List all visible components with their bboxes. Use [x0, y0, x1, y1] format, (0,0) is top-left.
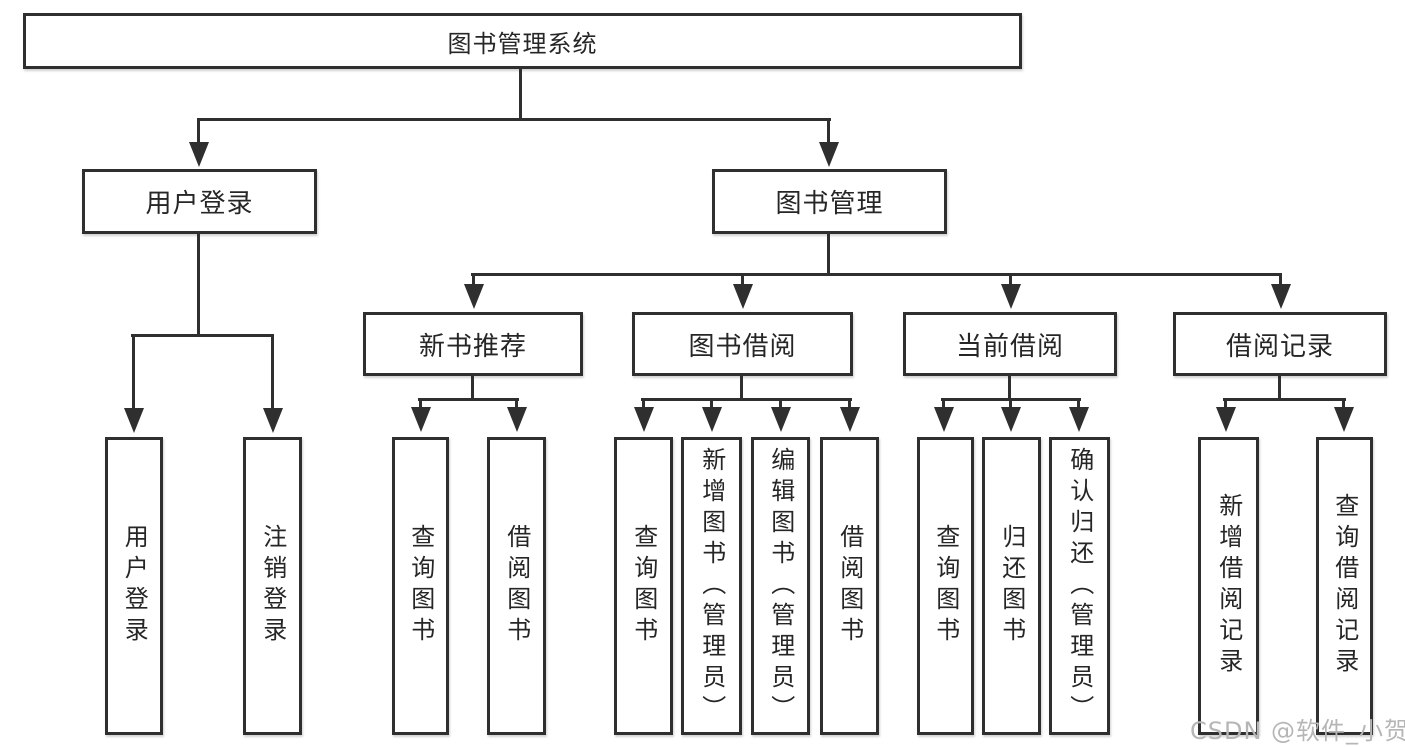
connector-drop-leaf-logout	[271, 336, 274, 410]
leaf-nbr-query-books-label: 查询图书	[406, 524, 435, 648]
connector-bb-bar	[641, 398, 852, 401]
leaf-logout-label: 注销登录	[258, 524, 287, 648]
connector-user-login-stem	[197, 232, 200, 337]
leaf-cb-confirm-return-admin: 确认归还（管理员）	[1049, 437, 1110, 735]
connector-drop	[642, 400, 645, 410]
leaf-br-query-borrow-record-label: 查询借阅记录	[1330, 493, 1359, 679]
arrow-down-icon	[124, 408, 144, 433]
node-user-login: 用户登录	[82, 169, 317, 234]
leaf-bb-add-book-admin-label: 新增图书（管理员）	[697, 446, 726, 726]
node-user-login-label: 用户登录	[145, 189, 254, 219]
connector-drop-user-login	[197, 120, 200, 147]
arrow-down-icon	[1001, 407, 1021, 432]
arrow-down-icon	[1271, 284, 1291, 309]
arrow-down-icon	[263, 408, 283, 433]
connector-drop-current-borrow	[1009, 275, 1012, 286]
arrow-down-icon	[507, 407, 527, 432]
connector-book-management-stem	[827, 232, 830, 276]
arrow-down-icon	[1069, 407, 1089, 432]
connector-drop	[848, 400, 851, 410]
connector-nbr-stem	[471, 374, 474, 401]
node-current-borrow-label: 当前借阅	[955, 331, 1064, 362]
connector-book-management-bar	[471, 273, 1282, 276]
leaf-bb-query-books: 查询图书	[614, 437, 673, 735]
connector-root-bar	[197, 118, 831, 121]
leaf-br-add-borrow-record-label: 新增借阅记录	[1214, 493, 1243, 679]
csdn-watermark: CSDN @软件_小贺同学	[1190, 717, 1405, 745]
leaf-cb-return-books: 归还图书	[982, 437, 1041, 735]
leaf-cb-confirm-return-admin-label: 确认归还（管理员）	[1065, 446, 1094, 726]
connector-drop-book-management	[827, 120, 830, 147]
connector-user-login-bar	[131, 334, 274, 337]
arrow-down-icon	[733, 284, 753, 309]
arrow-down-icon	[1001, 284, 1021, 309]
arrow-down-icon	[411, 407, 431, 432]
connector-drop	[710, 400, 713, 410]
arrow-down-icon	[464, 284, 484, 309]
connector-drop	[1009, 400, 1012, 410]
leaf-nbr-borrow-books-label: 借阅图书	[502, 524, 531, 648]
connector-br-bar	[1223, 398, 1346, 401]
node-borrow-records: 借阅记录	[1173, 312, 1387, 376]
leaf-user-login: 用户登录	[105, 437, 163, 735]
connector-nbr-bar	[418, 398, 519, 401]
leaf-bb-edit-book-admin-label: 编辑图书（管理员）	[766, 446, 795, 726]
arrow-down-icon	[934, 407, 954, 432]
arrow-down-icon	[771, 407, 791, 432]
connector-drop	[515, 400, 518, 410]
arrow-down-icon	[1216, 407, 1236, 432]
arrow-down-icon	[702, 407, 722, 432]
connector-cb-bar	[941, 398, 1081, 401]
leaf-cb-return-books-label: 归还图书	[997, 524, 1026, 648]
leaf-cb-query-books-label: 查询图书	[931, 524, 960, 648]
node-new-book-recommend: 新书推荐	[363, 312, 583, 376]
node-new-book-recommend-label: 新书推荐	[418, 331, 527, 362]
leaf-br-query-borrow-record: 查询借阅记录	[1316, 437, 1373, 735]
connector-root-stem	[519, 66, 522, 121]
connector-cb-stem	[1008, 375, 1011, 401]
connector-drop	[1342, 400, 1345, 410]
leaf-bb-borrow-books-label: 借阅图书	[835, 524, 864, 648]
leaf-cb-query-books: 查询图书	[917, 437, 974, 735]
arrow-down-icon	[819, 142, 839, 167]
arrow-down-icon	[634, 407, 654, 432]
leaf-logout: 注销登录	[243, 437, 302, 735]
arrow-down-icon	[189, 142, 209, 167]
node-book-borrow: 图书借阅	[632, 312, 853, 376]
connector-drop-leaf-user-login	[132, 336, 135, 410]
leaf-bb-add-book-admin: 新增图书（管理员）	[681, 437, 742, 735]
connector-drop-book-borrow	[741, 275, 744, 286]
leaf-user-login-label: 用户登录	[120, 524, 149, 648]
connector-drop	[1077, 400, 1080, 410]
leaf-bb-query-books-label: 查询图书	[629, 524, 658, 648]
node-root: 图书管理系统	[23, 13, 1022, 69]
connector-br-stem	[1278, 374, 1281, 401]
connector-drop	[419, 400, 422, 410]
node-book-borrow-label: 图书借阅	[688, 331, 797, 362]
connector-drop	[1224, 400, 1227, 410]
connector-drop-borrow-records	[1279, 275, 1282, 286]
leaf-br-add-borrow-record: 新增借阅记录	[1198, 437, 1259, 735]
node-book-management-label: 图书管理	[775, 189, 884, 219]
leaf-bb-borrow-books: 借阅图书	[820, 437, 879, 735]
connector-drop	[779, 400, 782, 410]
leaf-nbr-borrow-books: 借阅图书	[487, 437, 546, 735]
node-book-management: 图书管理	[712, 169, 947, 234]
connector-drop-new-book-recommend	[472, 275, 475, 286]
leaf-nbr-query-books: 查询图书	[392, 437, 449, 735]
node-borrow-records-label: 借阅记录	[1225, 331, 1334, 362]
node-root-label: 图书管理系统	[447, 29, 598, 58]
leaf-bb-edit-book-admin: 编辑图书（管理员）	[751, 437, 810, 735]
connector-bb-stem	[740, 374, 743, 401]
connector-drop	[942, 400, 945, 410]
node-current-borrow: 当前借阅	[903, 312, 1117, 376]
arrow-down-icon	[1334, 407, 1354, 432]
arrow-down-icon	[840, 407, 860, 432]
